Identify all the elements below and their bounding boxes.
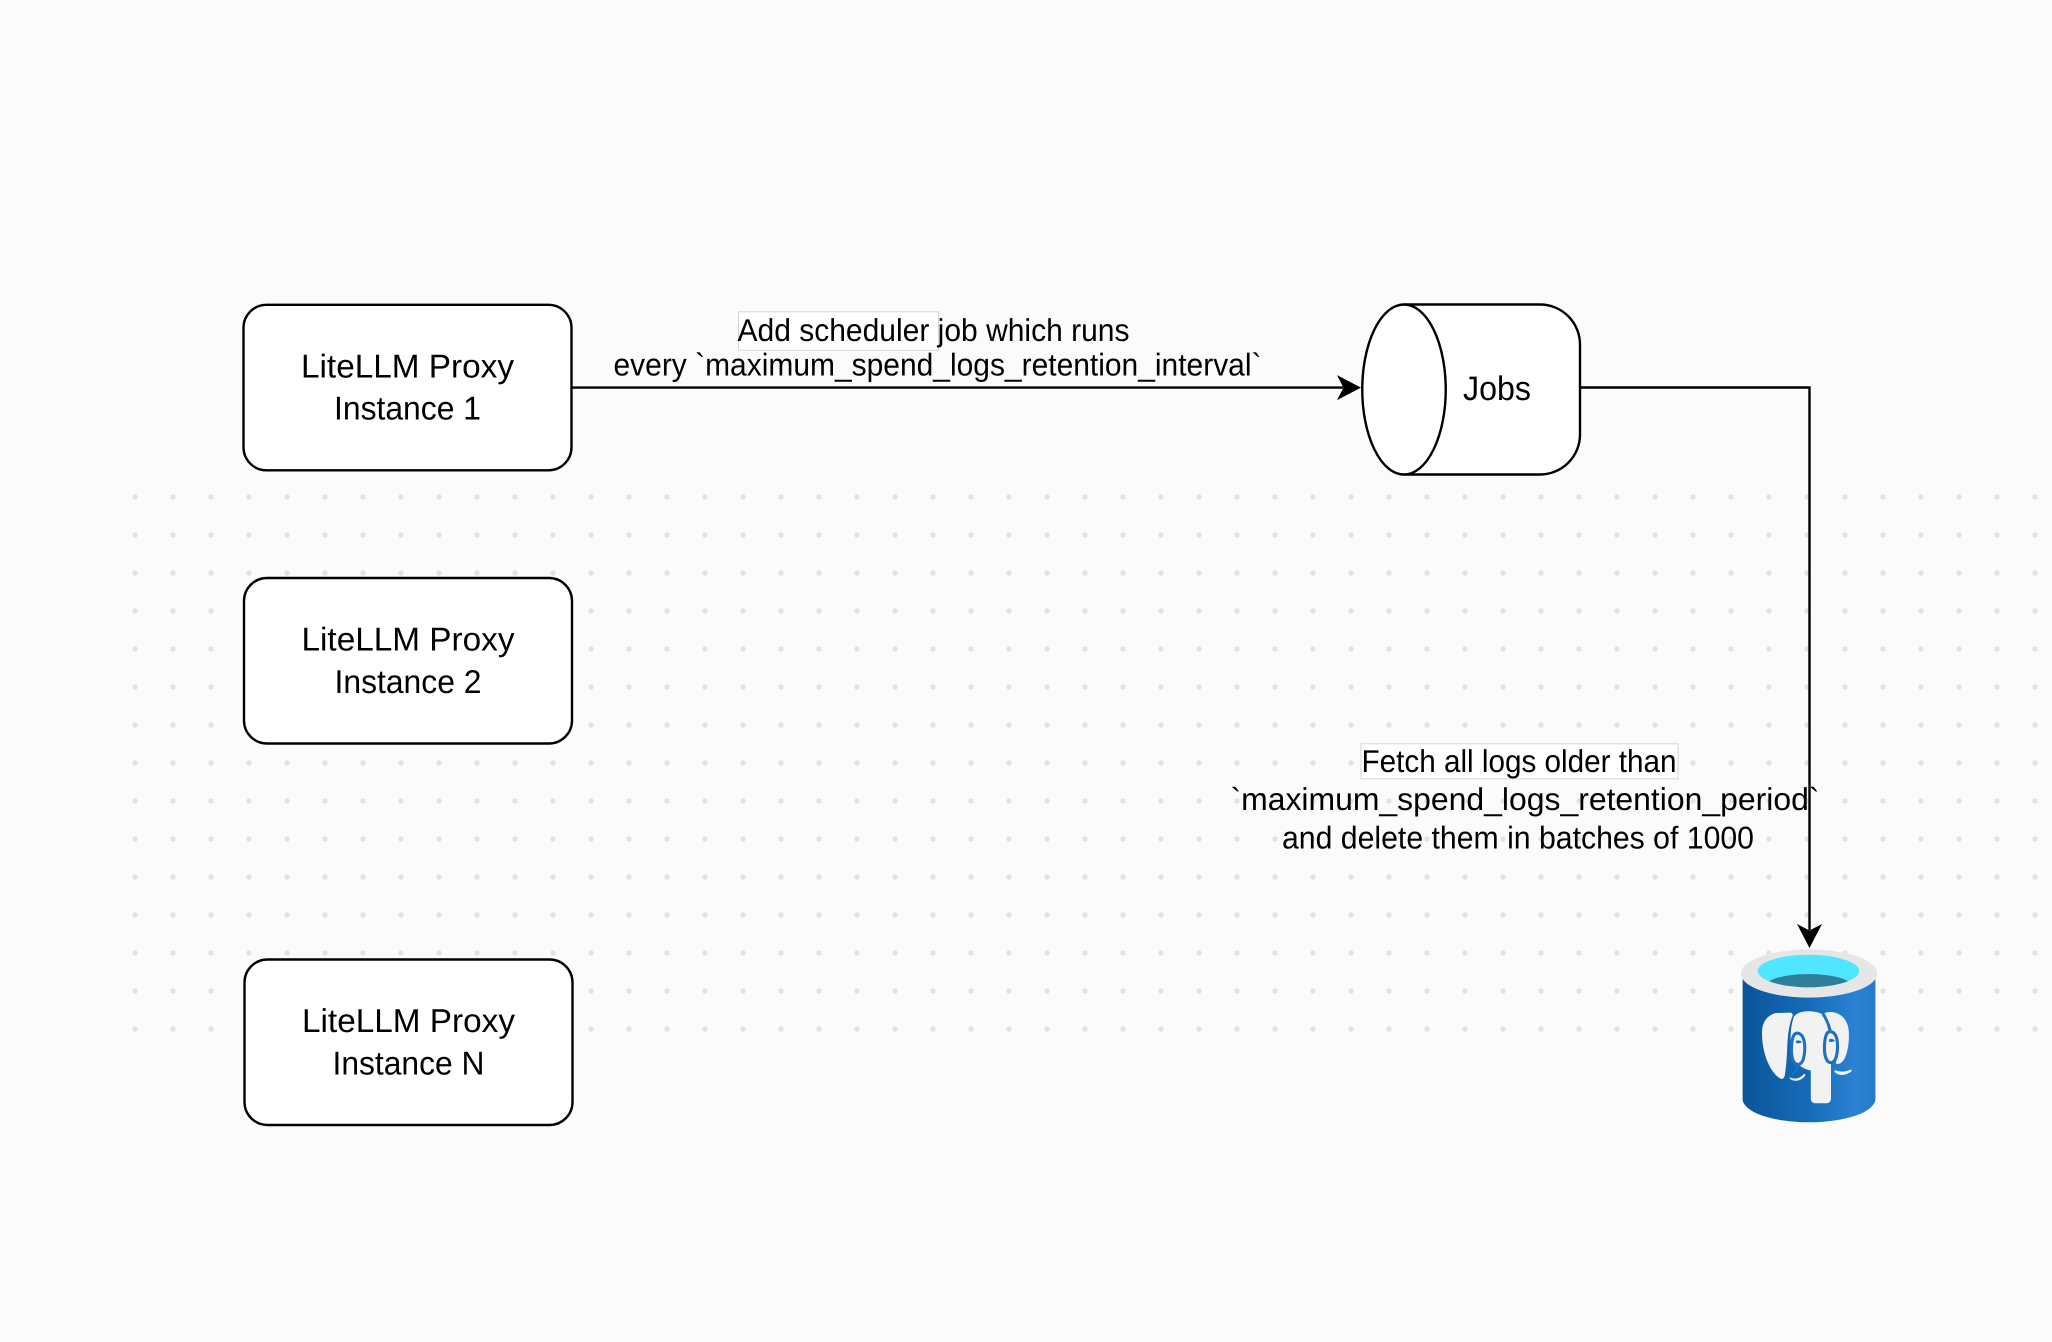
svg-text:and delete them in batches of: and delete them in batches of 1000 xyxy=(1282,820,1754,856)
svg-text:LiteLLM Proxy: LiteLLM Proxy xyxy=(302,1002,515,1039)
svg-text:LiteLLM Proxy: LiteLLM Proxy xyxy=(301,348,514,385)
svg-text:Fetch all logs older than: Fetch all logs older than xyxy=(1362,743,1677,779)
svg-text:Jobs: Jobs xyxy=(1463,370,1531,408)
svg-text:Instance 2: Instance 2 xyxy=(335,663,482,700)
svg-text:every `maximum_spend_logs_rete: every `maximum_spend_logs_retention_inte… xyxy=(614,347,1262,383)
svg-text:Instance 1: Instance 1 xyxy=(334,390,481,427)
svg-text:Add scheduler job which runs: Add scheduler job which runs xyxy=(738,312,1130,348)
svg-text:`maximum_spend_logs_retention_: `maximum_spend_logs_retention_period` xyxy=(1231,781,1820,817)
svg-text:Instance N: Instance N xyxy=(333,1044,485,1081)
svg-text:LiteLLM Proxy: LiteLLM Proxy xyxy=(302,621,515,658)
